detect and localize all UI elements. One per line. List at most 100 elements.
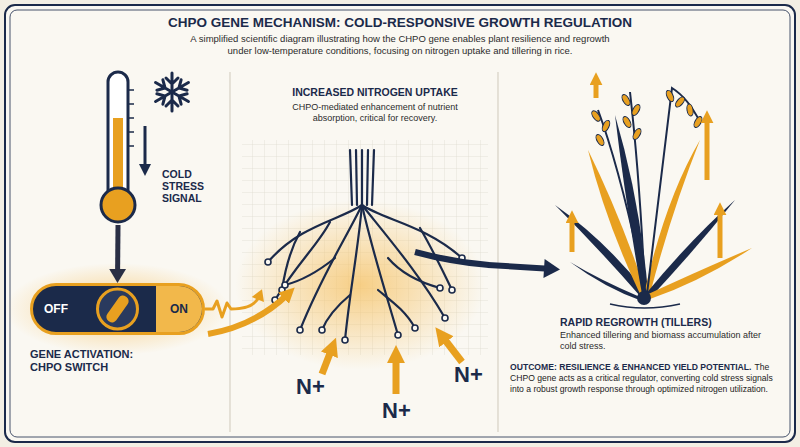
root-tip (412, 325, 418, 331)
rice-plant (637, 291, 651, 305)
root-system (362, 205, 445, 318)
connector-line (115, 225, 120, 273)
regrowth-node: RAPID REGROWTH (TILLERS) Enhanced tilleri… (560, 68, 785, 360)
rice-plant (686, 104, 694, 117)
root-system (322, 295, 350, 330)
root-system (268, 150, 462, 340)
page-frame (5, 5, 795, 442)
thermometer (128, 90, 134, 146)
thermometer (101, 72, 135, 222)
switch-heading: GENE ACTIVATION: CHPO SWITCH (30, 348, 155, 374)
flow-arrow-tail (415, 252, 489, 265)
root-system (345, 205, 362, 340)
cooling-arrow (139, 126, 151, 176)
thermometer (101, 188, 135, 222)
switch-glow (5, 263, 229, 355)
page-frame (5, 5, 795, 442)
growth-flow-arrow (488, 259, 560, 278)
nitrogen-arrow (322, 336, 462, 394)
rice-plant (598, 88, 700, 294)
connector-line (488, 265, 549, 269)
arrow-head (252, 289, 264, 302)
growth-arrow (705, 118, 710, 180)
root-system (388, 258, 440, 288)
switch-node: OFFONGENE ACTIVATION: CHPO SWITCH (30, 283, 205, 335)
activation-arrow (208, 294, 288, 334)
panel-divider (498, 72, 499, 432)
root-tip (265, 259, 271, 265)
root-tip (395, 332, 401, 338)
root-tip (449, 287, 455, 293)
switch-on-label: ON (156, 286, 202, 332)
root-tip (342, 337, 348, 343)
panel-heading: INCREASED NITROGEN UPTAKE (262, 86, 488, 98)
rice-plant (631, 127, 642, 140)
arrow-head (543, 259, 560, 278)
page-frame (10, 10, 790, 437)
arrow-head (109, 269, 126, 283)
signal-arrow (109, 225, 126, 283)
cooling-arrow (144, 126, 147, 166)
rice-plant (644, 200, 735, 298)
panel-divider (230, 72, 231, 432)
snowflake (153, 77, 192, 106)
root-tip (282, 282, 288, 288)
growth-arrow (570, 218, 575, 252)
nitrogen-uptake-node: INCREASED NITROGEN UPTAKE CHPO-mediated e… (262, 86, 488, 350)
cold-signal-node: COLD STRESS SIGNAL (95, 68, 225, 225)
rice-plant (620, 93, 631, 106)
connector-line (205, 296, 259, 317)
root-tip (319, 327, 325, 333)
root-tip (297, 327, 303, 333)
root-system (378, 290, 415, 328)
rice-plant (674, 95, 686, 108)
rice-plant (555, 88, 752, 308)
rice-plant (621, 115, 632, 128)
outcome-note: OUTCOME: RESILIENCE & ENHANCED YIELD POT… (510, 362, 782, 395)
rice-plant (665, 89, 676, 102)
snowflake (153, 77, 192, 106)
root-tip (437, 285, 443, 291)
activation-arrow (208, 294, 288, 334)
switch-off-label: OFF (44, 286, 68, 332)
panel-body: CHPO-mediated enhancement of nutrient ab… (275, 102, 475, 124)
signal-label: COLD STRESS SIGNAL (162, 168, 224, 204)
root-tip (265, 255, 465, 343)
nitrogen-arrow (322, 348, 332, 374)
root-system (285, 258, 335, 285)
panel-body: Enhanced tillering and biomass accumulat… (560, 330, 775, 352)
nitrogen-ion: N+ (454, 362, 483, 388)
nitrogen-arrow (393, 356, 400, 394)
growth-arrow (594, 80, 599, 98)
panel-heading: RAPID REGROWTH (TILLERS) (560, 316, 785, 328)
root-system (362, 205, 398, 335)
switch-glow (5, 263, 229, 355)
rice-plant (692, 115, 703, 128)
rice-plant (590, 89, 703, 146)
root-tip (442, 315, 448, 321)
outcome-heading: OUTCOME: RESILIENCE & ENHANCED YIELD POT… (510, 362, 751, 372)
growth-arrow (718, 210, 723, 258)
snowflake (153, 73, 192, 111)
root-system (350, 150, 374, 205)
rice-plant (630, 103, 641, 116)
rice-plant (590, 109, 602, 122)
root-system (362, 205, 462, 258)
cooling-arrow (139, 164, 151, 176)
root-system (300, 205, 362, 330)
soil-grid (235, 140, 488, 370)
rice-plant (644, 248, 752, 299)
rice-plant (610, 304, 680, 308)
flow-arrow-tail (415, 252, 489, 265)
rice-plant (594, 133, 605, 146)
diagram-caption: A simplified scientific diagram illustra… (180, 33, 620, 57)
rice-plant (601, 119, 612, 132)
growth-arrow (572, 80, 720, 258)
nitrogen-ion: N+ (382, 398, 411, 424)
soil-grid (235, 200, 485, 370)
nitrogen-ion: N+ (296, 374, 325, 400)
diagram-title: CHPO GENE MECHANISM: COLD-RESPONSIVE GRO… (0, 15, 800, 30)
root-system (275, 222, 330, 300)
panel-divider (230, 72, 498, 432)
